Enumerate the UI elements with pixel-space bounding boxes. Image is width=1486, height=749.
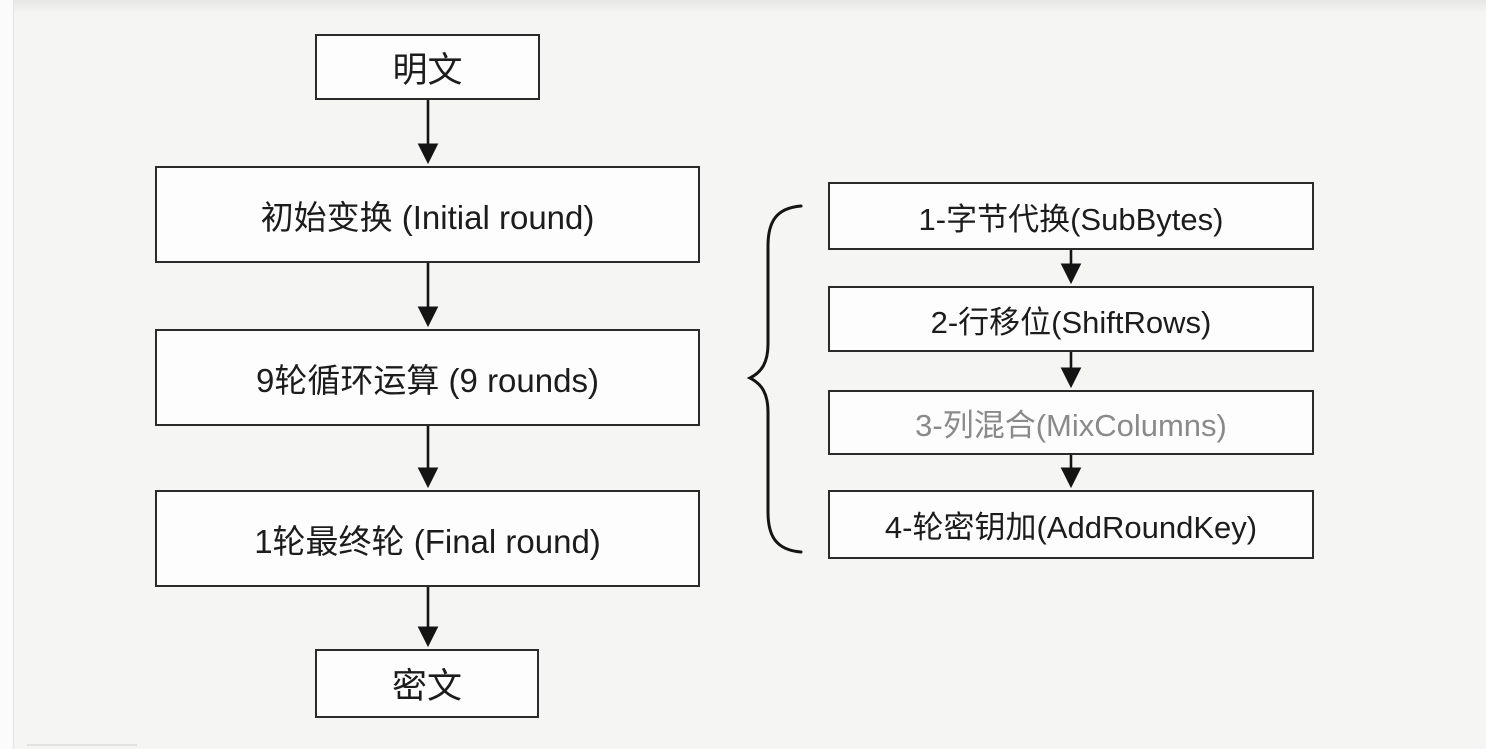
node-final-round-label: 1轮最终轮 (Final round): [254, 522, 601, 560]
node-final-round: 1轮最终轮 (Final round): [155, 490, 700, 587]
node-addroundkey-label: 4-轮密钥加(AddRoundKey): [884, 510, 1258, 545]
node-nine-rounds: 9轮循环运算 (9 rounds): [155, 329, 700, 426]
node-subbytes-label: 1-字节代换(SubBytes): [918, 201, 1224, 237]
node-ciphertext-label: 密文: [391, 667, 462, 706]
node-ciphertext: 密文: [315, 649, 539, 718]
node-shiftrows-label: 2-行移位(ShiftRows): [930, 304, 1212, 340]
node-initial-round: 初始变换 (Initial round): [155, 166, 700, 263]
curly-brace: [746, 204, 803, 554]
node-initial-round-label: 初始变换 (Initial round): [260, 198, 595, 236]
background-artifact-line: [27, 744, 137, 746]
node-shiftrows: 2-行移位(ShiftRows): [828, 286, 1314, 352]
node-subbytes: 1-字节代换(SubBytes): [828, 182, 1314, 250]
node-plaintext: 明文: [315, 34, 540, 100]
node-plaintext-label: 明文: [392, 50, 463, 90]
background-left-strip: [0, 0, 14, 749]
node-addroundkey: 4-轮密钥加(AddRoundKey): [828, 490, 1314, 559]
node-mixcolumns: 3-列混合(MixColumns): [828, 390, 1314, 455]
node-nine-rounds-label: 9轮循环运算 (9 rounds): [256, 361, 599, 399]
node-mixcolumns-label: 3-列混合(MixColumns): [915, 408, 1227, 443]
